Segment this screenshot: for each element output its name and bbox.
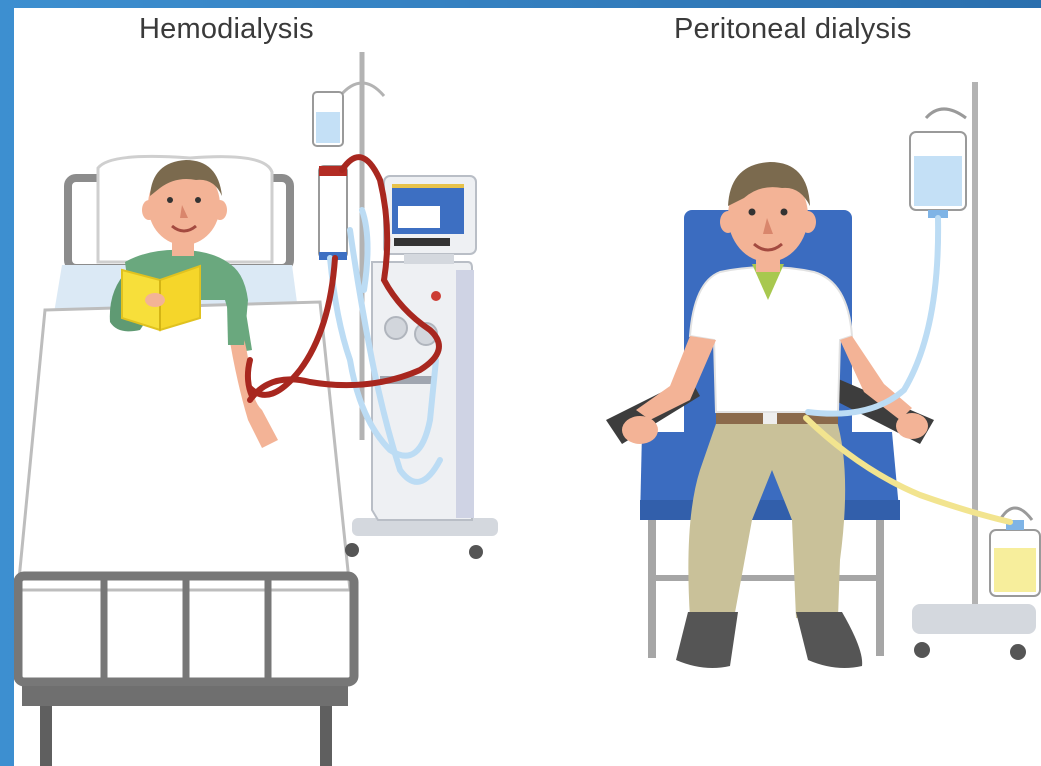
dialysis-illustration [14, 8, 1041, 766]
illustration-panel: Hemodialysis Peritoneal dialysis [14, 8, 1041, 766]
dialysate-bag-icon [910, 109, 966, 218]
